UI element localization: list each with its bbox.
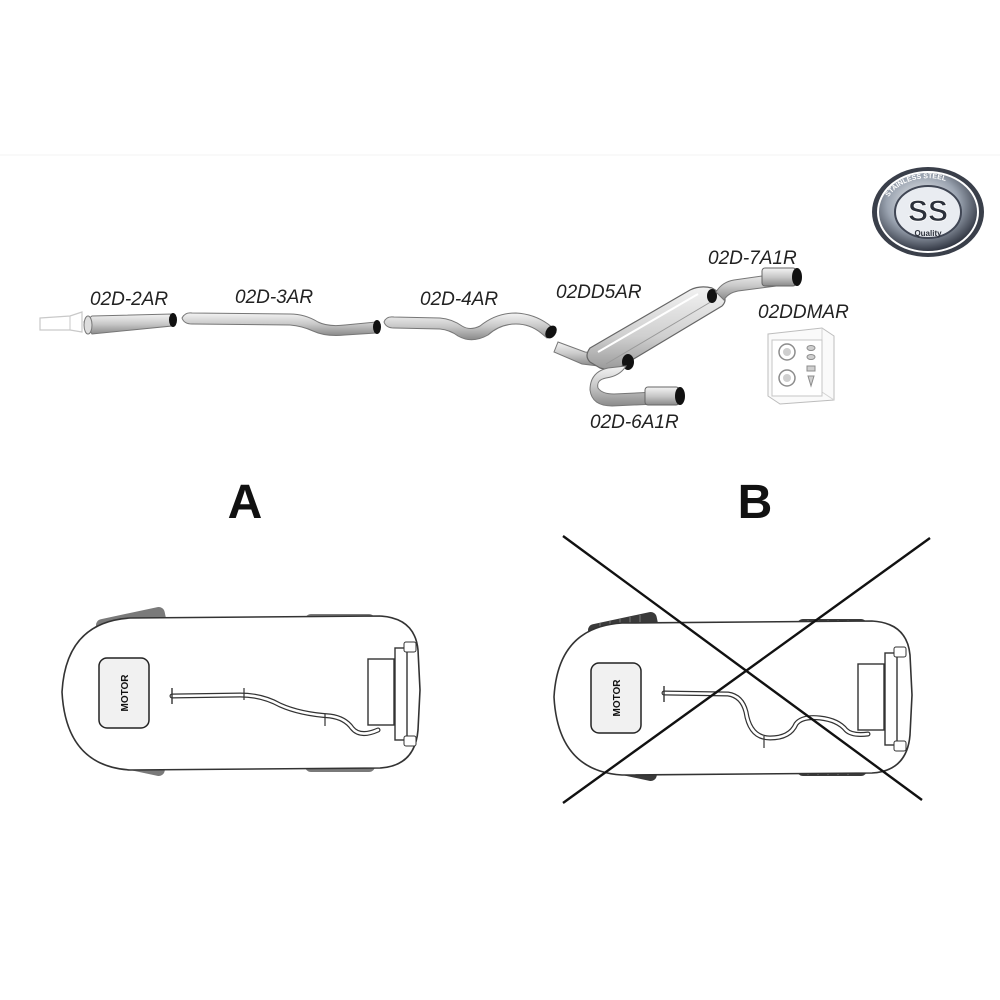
car-a-motor	[98, 657, 150, 729]
layout-a-label: A	[228, 476, 263, 529]
car-b-motor-label: MOTOR	[612, 679, 623, 717]
engine-connection	[39, 311, 83, 333]
label-02ddmar: 02DDMAR	[758, 302, 849, 323]
car-a: MOTOR	[61, 607, 421, 776]
layout-b-label: B	[738, 476, 773, 529]
logo-seal: SS Quality STAINLESS STEEL	[872, 167, 984, 257]
part-02d-7a1r	[715, 267, 802, 301]
logo-mark: SS	[908, 195, 948, 228]
label-02d-6a1r: 02D-6A1R	[590, 412, 679, 433]
label-02d-7a1r: 02D-7A1R	[708, 248, 797, 269]
part-02d-6a1r	[589, 365, 685, 407]
part-02dd5ar	[553, 286, 726, 371]
label-02d-2ar: 02D-2AR	[90, 289, 168, 310]
car-b-motor	[590, 662, 642, 734]
part-02d-3ar	[181, 312, 381, 336]
label-02d-4ar: 02D-4AR	[420, 289, 498, 310]
part-02d-4ar	[383, 312, 557, 341]
logo-sub: Quality	[914, 229, 942, 238]
car-a-motor-label: MOTOR	[120, 674, 131, 712]
label-02d-3ar: 02D-3AR	[235, 287, 313, 308]
cross-out-line-2	[562, 537, 931, 804]
car-b: MOTOR	[553, 535, 931, 804]
part-02d-2ar	[83, 313, 177, 335]
part-02ddmar-kit	[767, 327, 835, 405]
label-02dd5ar: 02DD5AR	[556, 282, 642, 303]
cross-out-line-1	[562, 535, 923, 801]
